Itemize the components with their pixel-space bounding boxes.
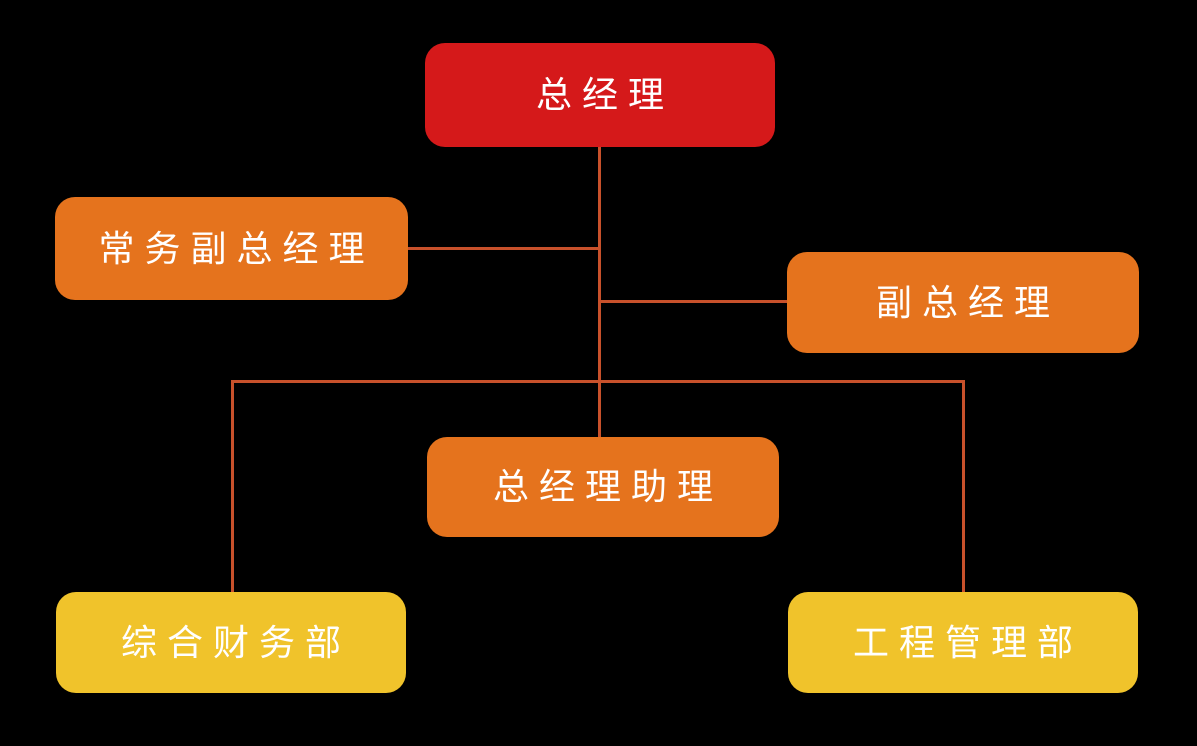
connector-branch-horizontal (231, 380, 965, 383)
org-node-gm-assistant-label: 总经理助理 (492, 466, 723, 507)
org-node-general-manager: 总经理 (425, 43, 775, 147)
connector-branch-right-vertical (962, 380, 965, 592)
org-node-engineering-dept-label: 工程管理部 (852, 621, 1083, 663)
org-node-deputy-gm: 副总经理 (787, 252, 1139, 353)
connector-exec-deputy-horizontal (408, 247, 600, 250)
connector-branch-left-vertical (231, 380, 234, 592)
org-node-engineering-dept: 工程管理部 (788, 592, 1138, 693)
org-node-exec-deputy-gm-label: 常务副总经理 (98, 227, 375, 269)
org-node-exec-deputy-gm: 常务副总经理 (55, 197, 408, 300)
org-node-finance-dept: 综合财务部 (56, 592, 406, 693)
org-node-finance-dept-label: 综合财务部 (120, 621, 351, 663)
org-node-gm-assistant: 总经理助理 (427, 437, 779, 537)
org-node-deputy-gm-label: 副总经理 (875, 281, 1060, 323)
connector-trunk-vertical (598, 147, 601, 437)
org-node-general-manager-label: 总经理 (535, 74, 674, 115)
connector-deputy-horizontal (600, 300, 787, 303)
